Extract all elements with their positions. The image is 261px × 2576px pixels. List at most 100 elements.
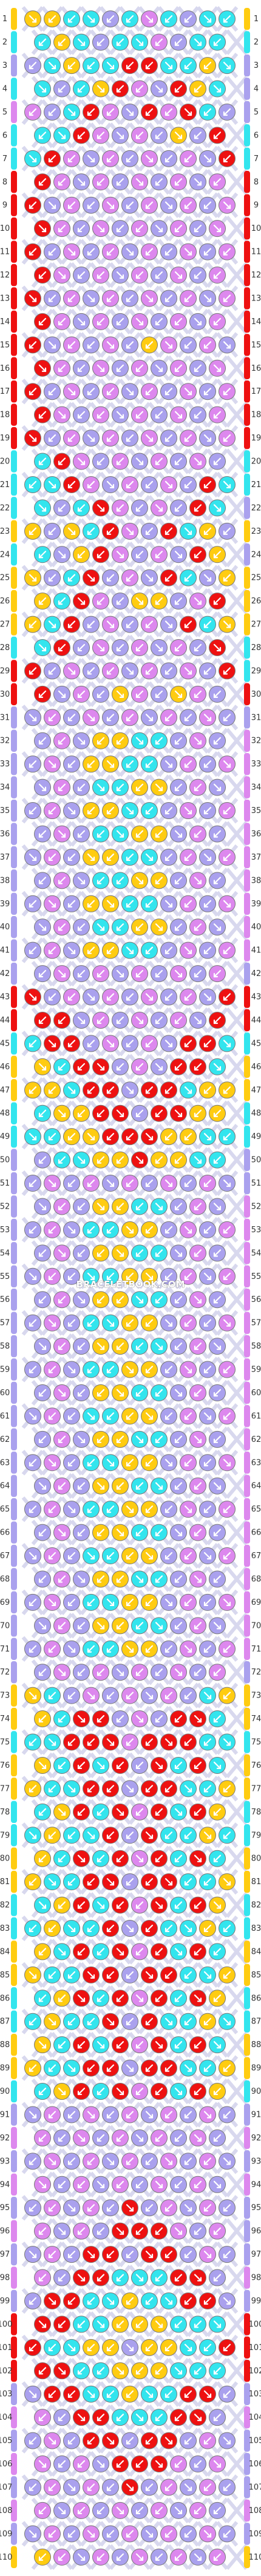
edge-strand-left [11,916,17,938]
edge-strand-right [244,8,250,30]
edge-strand-right [244,776,250,798]
edge-strand-right [244,124,250,147]
edge-strand-left [11,1452,17,1474]
edge-strand-right [244,1289,250,1311]
edge-strand-left [11,310,17,333]
edge-strand-right [244,1964,250,1987]
edge-strand-right [244,566,250,589]
edge-strand-left [11,1009,17,1032]
edge-strand-right [244,1894,250,1916]
edge-strand-left [11,2266,17,2289]
edge-strand-left [11,124,17,147]
strand-segment [225,960,248,987]
strand-segment [225,448,248,474]
edge-strand-right [244,1707,250,1730]
edge-strand-left [11,1498,17,1521]
edge-strand-left [11,54,17,77]
edge-strand-left [11,147,17,170]
edge-strand-right [244,497,250,519]
edge-strand-left [11,892,17,915]
edge-strand-left [11,1032,17,1055]
edge-strand-left [11,1964,17,1987]
edge-strand-left [11,1358,17,1381]
edge-strand-left [11,2010,17,2033]
edge-strand-right [244,1428,250,1451]
edge-strand-left [11,8,17,30]
edge-strand-right [244,986,250,1008]
edge-strand-left [11,1312,17,1334]
strand-segment [225,774,248,800]
edge-strand-left [11,1870,17,1893]
edge-strand-right [244,78,250,100]
edge-strand-left [11,101,17,124]
edge-strand-left [11,962,17,985]
strand-segment [225,29,248,55]
edge-strand-left [11,1265,17,1287]
edge-strand-right [244,101,250,124]
edge-strand-left [11,729,17,752]
edge-strand-right [244,171,250,193]
edge-strand-left [11,334,17,356]
strand-segment [225,868,248,894]
edge-strand-left [11,589,17,612]
strand-segment [225,216,248,242]
edge-strand-left [11,473,17,496]
edge-strand-right [244,1754,250,1777]
strand-segment [225,914,248,940]
edge-strand-right [244,1475,250,1497]
edge-strand-right [244,2266,250,2289]
edge-strand-left [11,241,17,263]
edge-strand-left [11,1661,17,1684]
edge-strand-right [244,1172,250,1195]
edge-strand-left [11,1102,17,1124]
edge-strand-left [11,1149,17,1171]
edge-strand-left [11,566,17,589]
edge-strand-left [11,427,17,450]
edge-strand-right [244,147,250,170]
edge-strand-right [244,1381,250,1404]
edge-strand-right [244,450,250,473]
edge-strand-right [244,1615,250,1637]
edge-strand-right [244,1358,250,1381]
edge-strand-left [11,1615,17,1637]
edge-strand-left [11,2103,17,2126]
edge-strand-right [244,869,250,892]
strand-segment [225,1007,248,1034]
edge-strand-left [11,1335,17,1358]
edge-strand-right [244,683,250,706]
edge-strand-left [11,2289,17,2312]
strand-segment [225,169,248,195]
edge-strand-right [244,1195,250,1218]
edge-strand-right [244,2010,250,2033]
edge-strand-left [11,1940,17,1963]
edge-strand-left [11,1125,17,1148]
edge-strand-left [11,986,17,1008]
edge-strand-left [11,450,17,473]
edge-strand-left [11,706,17,729]
strand-segment [225,1054,248,1080]
strand-segment [225,76,248,102]
edge-strand-right [244,1218,250,1241]
edge-strand-left [11,2080,17,2103]
edge-strand-left [11,1847,17,1870]
edge-strand-left [11,1242,17,1264]
edge-strand-right [244,2150,250,2173]
edge-strand-right [244,2033,250,2056]
edge-strand-right [244,1661,250,1684]
edge-strand-left [11,1172,17,1195]
edge-strand-right [244,752,250,775]
edge-strand-left [11,1055,17,1078]
edge-strand-left [11,403,17,426]
edge-strand-right [244,1591,250,1614]
strand-segment [225,495,248,521]
edge-strand-left [11,520,17,543]
edge-strand-left [11,1754,17,1777]
strand-segment [225,634,248,661]
edge-strand-right [244,217,250,240]
edge-strand-right [244,660,250,682]
edge-strand-left [11,2150,17,2173]
edge-strand-right [244,1987,250,2010]
edge-strand-left [11,846,17,869]
edge-strand-right [244,799,250,822]
